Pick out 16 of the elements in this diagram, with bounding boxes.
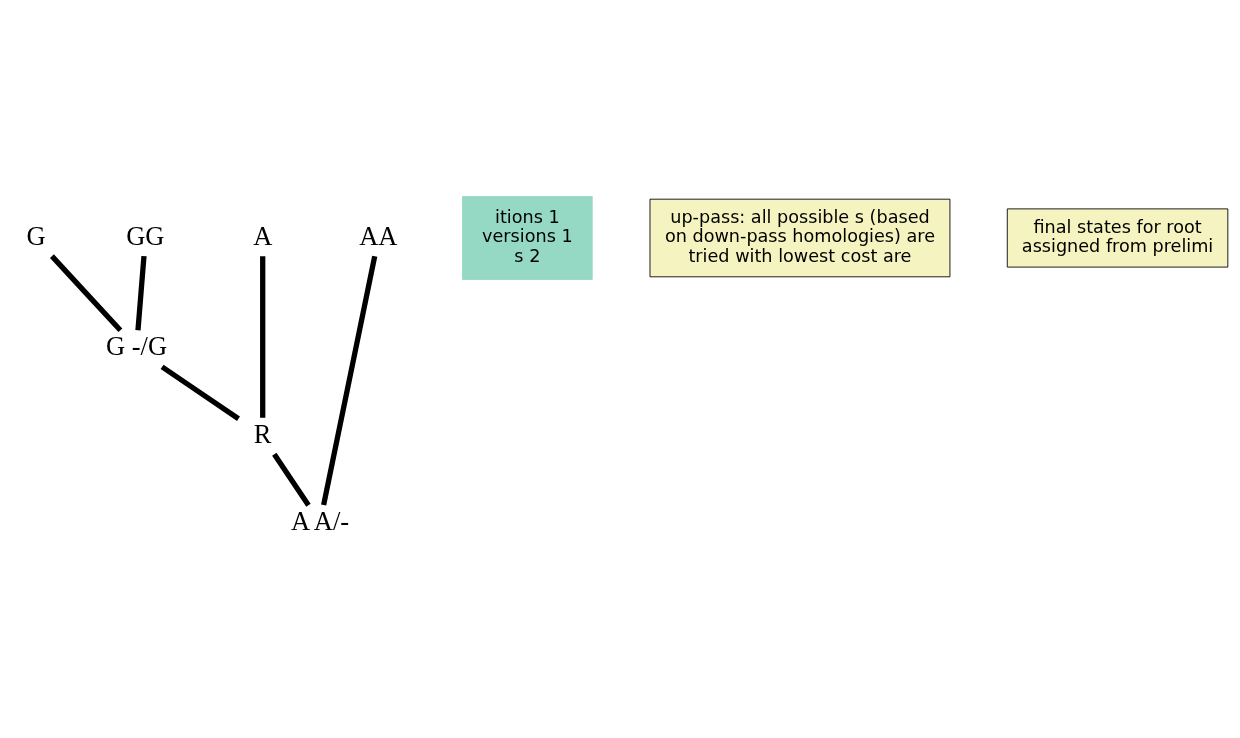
node-text: A A/- xyxy=(291,506,350,536)
connector xyxy=(321,255,378,506)
connector xyxy=(49,254,123,333)
node-text: G xyxy=(26,220,46,251)
node-box: up-pass: all possible s (based on down-pass homologies) are tried with lowest cost are xyxy=(649,198,951,278)
connector xyxy=(135,255,147,331)
connector xyxy=(160,364,240,421)
node-text: A xyxy=(253,220,273,251)
node-text: G -/G xyxy=(106,331,168,362)
connector xyxy=(260,256,266,418)
connector xyxy=(272,452,311,507)
node-text: R xyxy=(253,418,272,449)
node-box: final states for root assigned from prelimi xyxy=(1006,208,1229,268)
node-box: itions 1 versions 1 s 2 xyxy=(462,196,593,280)
node-text: AA xyxy=(359,220,398,251)
node-text: GG xyxy=(126,220,165,251)
